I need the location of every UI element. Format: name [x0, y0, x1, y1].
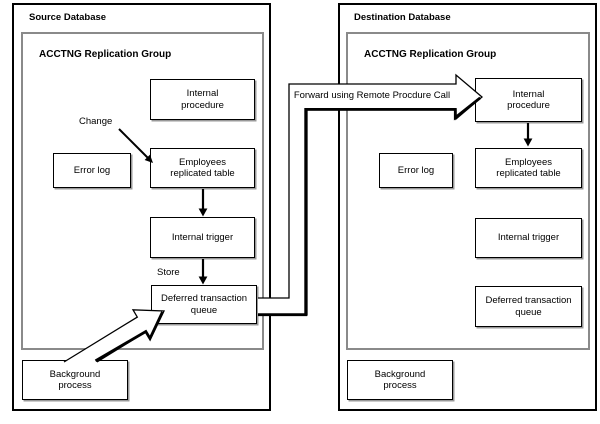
- destination-internal-procedure-box: Internal procedure: [475, 78, 582, 122]
- destination-internal-trigger-box: Internal trigger: [475, 218, 582, 258]
- source-database-title: Source Database: [29, 12, 107, 23]
- source-error-log-box: Error log: [53, 153, 131, 188]
- forward-rpc-label: Forward using Remote Procdure Call: [293, 90, 451, 101]
- destination-error-log-box: Error log: [379, 153, 453, 188]
- source-deferred-transaction-queue-box: Deferred transaction queue: [151, 285, 257, 324]
- destination-deferred-transaction-queue-box: Deferred transaction queue: [475, 286, 582, 327]
- destination-background-process-box: Background process: [347, 360, 453, 400]
- destination-group-title: ACCTNG Replication Group: [364, 49, 497, 60]
- source-group-title: ACCTNG Replication Group: [39, 49, 172, 60]
- source-internal-procedure-box: Internal procedure: [150, 79, 255, 120]
- source-background-process-box: Background process: [22, 360, 128, 400]
- source-internal-trigger-box: Internal trigger: [150, 217, 255, 258]
- source-employees-replicated-table-box: Employees replicated table: [150, 148, 255, 188]
- change-label: Change: [79, 116, 113, 127]
- destination-database-title: Destination Database: [354, 12, 451, 23]
- destination-employees-replicated-table-box: Employees replicated table: [475, 148, 582, 188]
- store-label: Store: [157, 267, 180, 278]
